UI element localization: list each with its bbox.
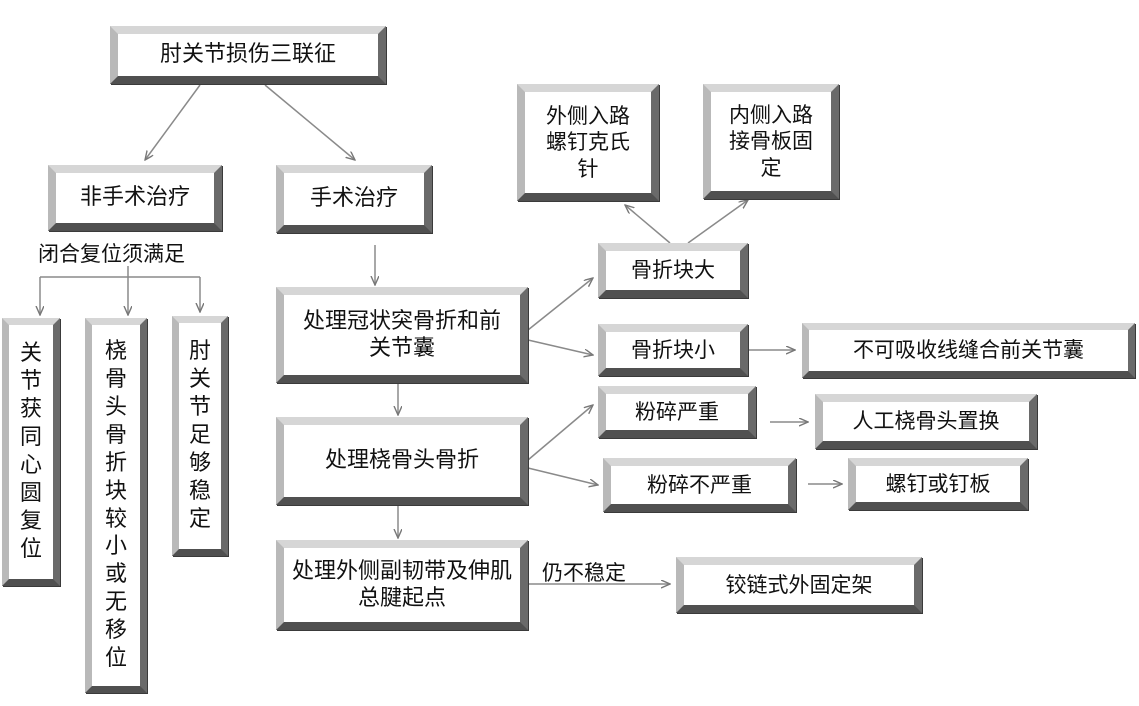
option-text: 螺钉或钉板 <box>885 471 991 496</box>
vertical-char: 足 <box>188 423 211 449</box>
condition-text: 桡骨头骨折块较小或无移位 <box>105 338 127 673</box>
vertical-char: 肘 <box>188 339 211 365</box>
vertical-char: 圆 <box>19 480 42 506</box>
option-text: 内侧入路接骨板固定 <box>729 103 813 180</box>
comminution-mild-box: 粉碎不严重 <box>603 458 796 512</box>
vertical-char: 稳 <box>188 478 211 504</box>
lateral-approach-box: 外侧入路螺钉克氏针 <box>517 84 659 201</box>
vertical-char: 头 <box>104 394 127 420</box>
fragment-large-box: 骨折块大 <box>598 243 748 298</box>
medial-approach-box: 内侧入路接骨板固定 <box>703 84 839 199</box>
suture-capsule-box: 不可吸收线缝合前关节囊 <box>802 323 1135 378</box>
screw-plate-box: 螺钉或钉板 <box>848 458 1028 510</box>
condition-stable-elbow: 肘关节足够稳定 <box>172 316 228 556</box>
vertical-char: 桡 <box>104 338 127 364</box>
vertical-char: 获 <box>19 397 42 423</box>
vertical-char: 关 <box>188 367 211 393</box>
step-coronoid-box: 处理冠状突骨折和前关节囊 <box>276 287 528 383</box>
title-box: 肘关节损伤三联征 <box>110 26 386 84</box>
edge-radial-severe <box>527 405 593 461</box>
non-surgical-box: 非手术治疗 <box>48 165 222 231</box>
vertical-char: 节 <box>19 369 42 395</box>
edge-title-surgical <box>264 84 355 160</box>
vertical-char: 关 <box>19 341 42 367</box>
vertical-char: 折 <box>104 450 127 476</box>
vertical-char: 够 <box>188 450 211 476</box>
vertical-char: 移 <box>104 618 127 644</box>
option-text: 不可吸收线缝合前关节囊 <box>853 338 1084 363</box>
vertical-char: 位 <box>19 536 42 562</box>
fragment-small-box: 骨折块小 <box>598 324 748 376</box>
vertical-char: 较 <box>104 506 127 532</box>
condition-small-fragment: 桡骨头骨折块较小或无移位 <box>85 318 147 693</box>
non-surgical-text: 非手术治疗 <box>79 185 190 211</box>
vertical-char: 位 <box>104 646 127 672</box>
step-ligament-box: 处理外侧副韧带及伸肌总腱起点 <box>276 540 528 630</box>
head-replacement-box: 人工桡骨头置换 <box>815 394 1037 449</box>
vertical-char: 复 <box>19 508 42 534</box>
option-text: 铰链式外固定架 <box>725 572 873 597</box>
condition-concentric-reduction: 关节获同心圆复位 <box>2 318 60 586</box>
condition-text: 关节获同心圆复位 <box>20 340 42 564</box>
option-text: 外侧入路螺钉克氏针 <box>546 104 630 181</box>
option-text: 粉碎严重 <box>635 399 719 424</box>
vertical-char: 或 <box>104 562 127 588</box>
vertical-char: 骨 <box>104 366 127 392</box>
edge-coronoid-small <box>527 339 593 355</box>
title-text: 肘关节损伤三联征 <box>159 42 336 68</box>
vertical-char: 块 <box>104 478 127 504</box>
vertical-char: 无 <box>104 590 127 616</box>
closed-reduction-label: 闭合复位须满足 <box>38 242 185 266</box>
step-text: 处理冠状突骨折和前关节囊 <box>302 308 501 362</box>
surgical-box: 手术治疗 <box>276 165 432 233</box>
vertical-char: 定 <box>188 506 211 532</box>
edge-coronoid-large <box>527 278 593 331</box>
step-text: 处理外侧副韧带及伸肌总腱起点 <box>292 558 513 612</box>
option-text: 粉碎不严重 <box>647 472 752 497</box>
vertical-char: 心 <box>19 453 42 478</box>
step-radial-head-box: 处理桡骨头骨折 <box>276 417 528 505</box>
vertical-char: 骨 <box>104 422 127 448</box>
surgical-text: 手术治疗 <box>309 186 398 212</box>
option-text: 骨折块大 <box>631 258 715 283</box>
edge-radial-notsevere <box>527 467 598 485</box>
option-text: 人工桡骨头置换 <box>852 409 1000 434</box>
option-text: 骨折块小 <box>631 337 715 362</box>
vertical-char: 节 <box>188 395 211 421</box>
vertical-char: 小 <box>104 534 127 560</box>
edge-title-nonsurgical <box>145 84 201 160</box>
edge-large-medial <box>687 200 748 244</box>
still-unstable-label: 仍不稳定 <box>542 561 626 585</box>
vertical-char: 同 <box>19 425 42 451</box>
edge-large-lateral <box>625 205 671 244</box>
step-text: 处理桡骨头骨折 <box>324 448 479 474</box>
comminution-severe-box: 粉碎严重 <box>598 386 756 438</box>
condition-text: 肘关节足够稳定 <box>189 338 211 534</box>
hinged-fixator-box: 铰链式外固定架 <box>676 557 922 613</box>
